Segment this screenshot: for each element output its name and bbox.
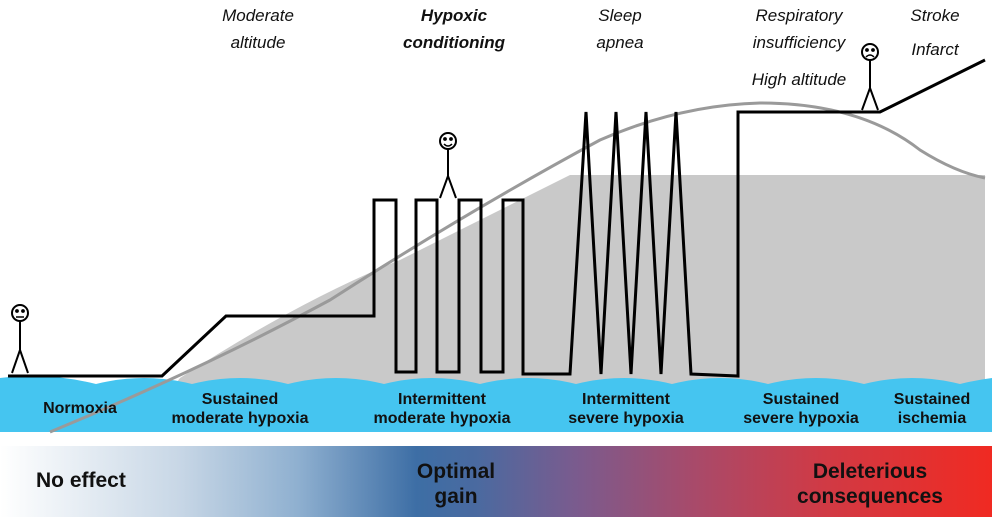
zone-normoxia-label: Normoxia xyxy=(43,400,117,417)
hypoxic-conditioning-label: Hypoxic conditioning xyxy=(403,6,505,52)
gray-response-curve xyxy=(49,101,986,434)
neutral-face-person-icon xyxy=(11,304,29,374)
gray-response-area xyxy=(140,175,985,432)
outcome-gradient-bar xyxy=(0,446,992,517)
moderate-altitude-label: Moderate altitude xyxy=(222,6,294,52)
zone-sustained-severe-label: Sustained severe hypoxia xyxy=(743,391,859,427)
high-altitude-label: High altitude xyxy=(751,70,847,89)
hypoxia-exposure-path xyxy=(8,58,986,378)
zone-sustained-moderate-label: Sustained moderate hypoxia xyxy=(171,391,309,427)
happy-face-person-icon xyxy=(439,132,457,199)
respiratory-insufficiency-label: Respiratory insufficiency xyxy=(752,6,846,52)
stroke-label: Stroke xyxy=(910,6,960,25)
sad-face-person-icon xyxy=(861,43,879,111)
water-band xyxy=(0,376,992,432)
zone-intermittent-moderate-label: Intermittent moderate hypoxia xyxy=(373,391,511,427)
infarct-label: Infarct xyxy=(911,40,959,59)
zone-sustained-ischemia-label: Sustained ischemia xyxy=(893,391,971,427)
deleterious-consequences-label: Deleterious consequences xyxy=(797,460,943,508)
no-effect-label: No effect xyxy=(36,469,126,492)
sleep-apnea-label: Sleep apnea xyxy=(596,6,644,52)
zone-intermittent-severe-label: Intermittent severe hypoxia xyxy=(568,391,684,427)
optimal-gain-label: Optimal gain xyxy=(416,460,496,508)
